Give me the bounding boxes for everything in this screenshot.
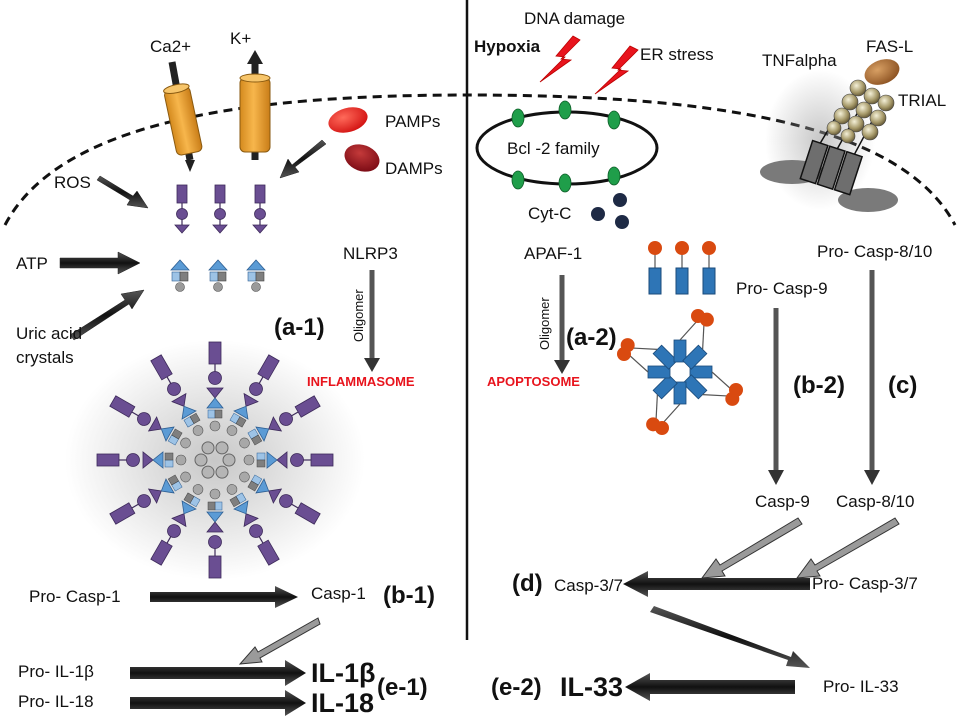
pro-casp810-label: Pro- Casp-8/10: [817, 242, 933, 261]
apoptosome-label: APOPTOSOME: [487, 374, 580, 389]
damps-blob: [344, 144, 380, 172]
casp1-bead: [201, 465, 215, 479]
tnfalpha-label: TNFalpha: [762, 51, 837, 70]
casp810-label: Casp-8/10: [836, 492, 915, 511]
d-label: (d): [512, 570, 543, 597]
casp1-bead: [201, 441, 215, 455]
oligomer-label-2: Oligomer: [537, 297, 552, 350]
nlrp3-unit: [239, 395, 321, 449]
il1b-arrow: [130, 660, 306, 686]
pamps-label: PAMPs: [385, 112, 441, 131]
nlrp3-unit: [150, 354, 204, 436]
ros-label: ROS: [54, 173, 91, 192]
casp1-bead: [194, 453, 208, 467]
pro-casp1-label: Pro- Casp-1: [29, 587, 121, 606]
ros-arrow: [96, 175, 149, 209]
atp-label: ATP: [16, 254, 48, 273]
nlrp3-unit: [226, 484, 280, 566]
pamps-blob: [328, 107, 368, 133]
k-channel: [239, 50, 271, 160]
death-receptor: [760, 59, 900, 212]
er-stress-bolt: [594, 45, 639, 95]
pro-il33-label: Pro- IL-33: [823, 677, 899, 696]
apaf1-unit: [682, 374, 740, 406]
casp37-to-il33-arrow: [650, 606, 810, 668]
c-label: (c): [888, 372, 918, 399]
nlrp3-unit: [109, 471, 191, 525]
hypoxia-label: Hypoxia: [474, 37, 541, 56]
il33-arrow: [625, 673, 795, 701]
dna-damage-bolt: [539, 35, 581, 83]
nlrp3-unit: [96, 451, 187, 469]
il18-label: IL-18: [311, 688, 375, 718]
a1-label: (a-1): [274, 314, 325, 341]
apaf1-unit: [682, 312, 714, 370]
pro-casp9-label: Pro- Casp-9: [736, 279, 828, 298]
atp-arrow: [59, 251, 141, 275]
b2-label: (b-2): [793, 372, 845, 399]
nlrp3-unit: [239, 471, 321, 525]
pro-il1b-label: Pro- IL-1β: [18, 662, 94, 681]
dna-damage-label: DNA damage: [524, 9, 626, 28]
inflammasome-label: INFLAMMASOME: [307, 374, 415, 389]
nlrp3-unit: [226, 354, 280, 436]
nlrp3-unit: [206, 341, 224, 432]
apaf1-unit: [620, 338, 678, 370]
il18-arrow: [130, 690, 306, 716]
casp1-bead: [222, 453, 236, 467]
ca-channel: [163, 61, 203, 172]
damps-label: DAMPs: [385, 159, 443, 178]
bcl2-proteins: [511, 100, 621, 193]
nlrp3-unit: [150, 484, 204, 566]
e2-label: (e-2): [491, 674, 542, 701]
uric-acid-label: Uric acid crystals: [16, 324, 83, 367]
casp1-label: Casp-1: [311, 584, 366, 603]
nlrp3-label: NLRP3: [343, 244, 398, 263]
pamps-arrow: [279, 139, 327, 179]
casp37-label: Casp-3/7: [554, 576, 623, 595]
fasl-blob: [864, 59, 900, 85]
uric-arrow: [69, 289, 145, 341]
fasl-label: FAS-L: [866, 37, 914, 56]
casp9-label: Casp-9: [755, 492, 810, 511]
apaf1-monomers: [648, 241, 716, 295]
apaf1-label: APAF-1: [524, 244, 583, 263]
cytc-dots: [591, 193, 629, 229]
il33-label: IL-33: [560, 672, 624, 702]
casp1-bead: [215, 441, 229, 455]
cytc-label: Cyt-C: [528, 204, 572, 223]
nlrp3-unit: [243, 451, 334, 469]
oligomer-label-1: Oligomer: [351, 289, 366, 342]
er-stress-label: ER stress: [640, 45, 714, 64]
casp1-bead: [215, 465, 229, 479]
apaf1-unit: [646, 374, 678, 432]
casp1-to-il-arrow: [238, 617, 321, 665]
bcl2-label: Bcl -2 family: [507, 139, 600, 158]
apaf1-unit: [655, 381, 687, 435]
nlrp3-unit: [206, 488, 224, 579]
k-label: K+: [230, 29, 252, 48]
casp1-arrow: [150, 586, 298, 608]
casp37-arrow: [623, 571, 810, 597]
ca2-label: Ca2+: [150, 37, 192, 56]
b1-label: (b-1): [383, 582, 435, 609]
trial-label: TRIAL: [898, 91, 947, 110]
pro-il18-label: Pro- IL-18: [18, 692, 94, 711]
apaf1-unit: [617, 347, 671, 379]
pro-casp37-label: Pro- Casp-3/7: [812, 574, 918, 593]
e1-label: (e-1): [377, 674, 428, 701]
apoptosome-complex: [617, 309, 743, 435]
nlrp3-unit: [109, 395, 191, 449]
a2-label: (a-2): [566, 324, 617, 351]
inflammasome-complex: [65, 340, 365, 580]
il1b-label: IL-1β: [311, 658, 376, 688]
